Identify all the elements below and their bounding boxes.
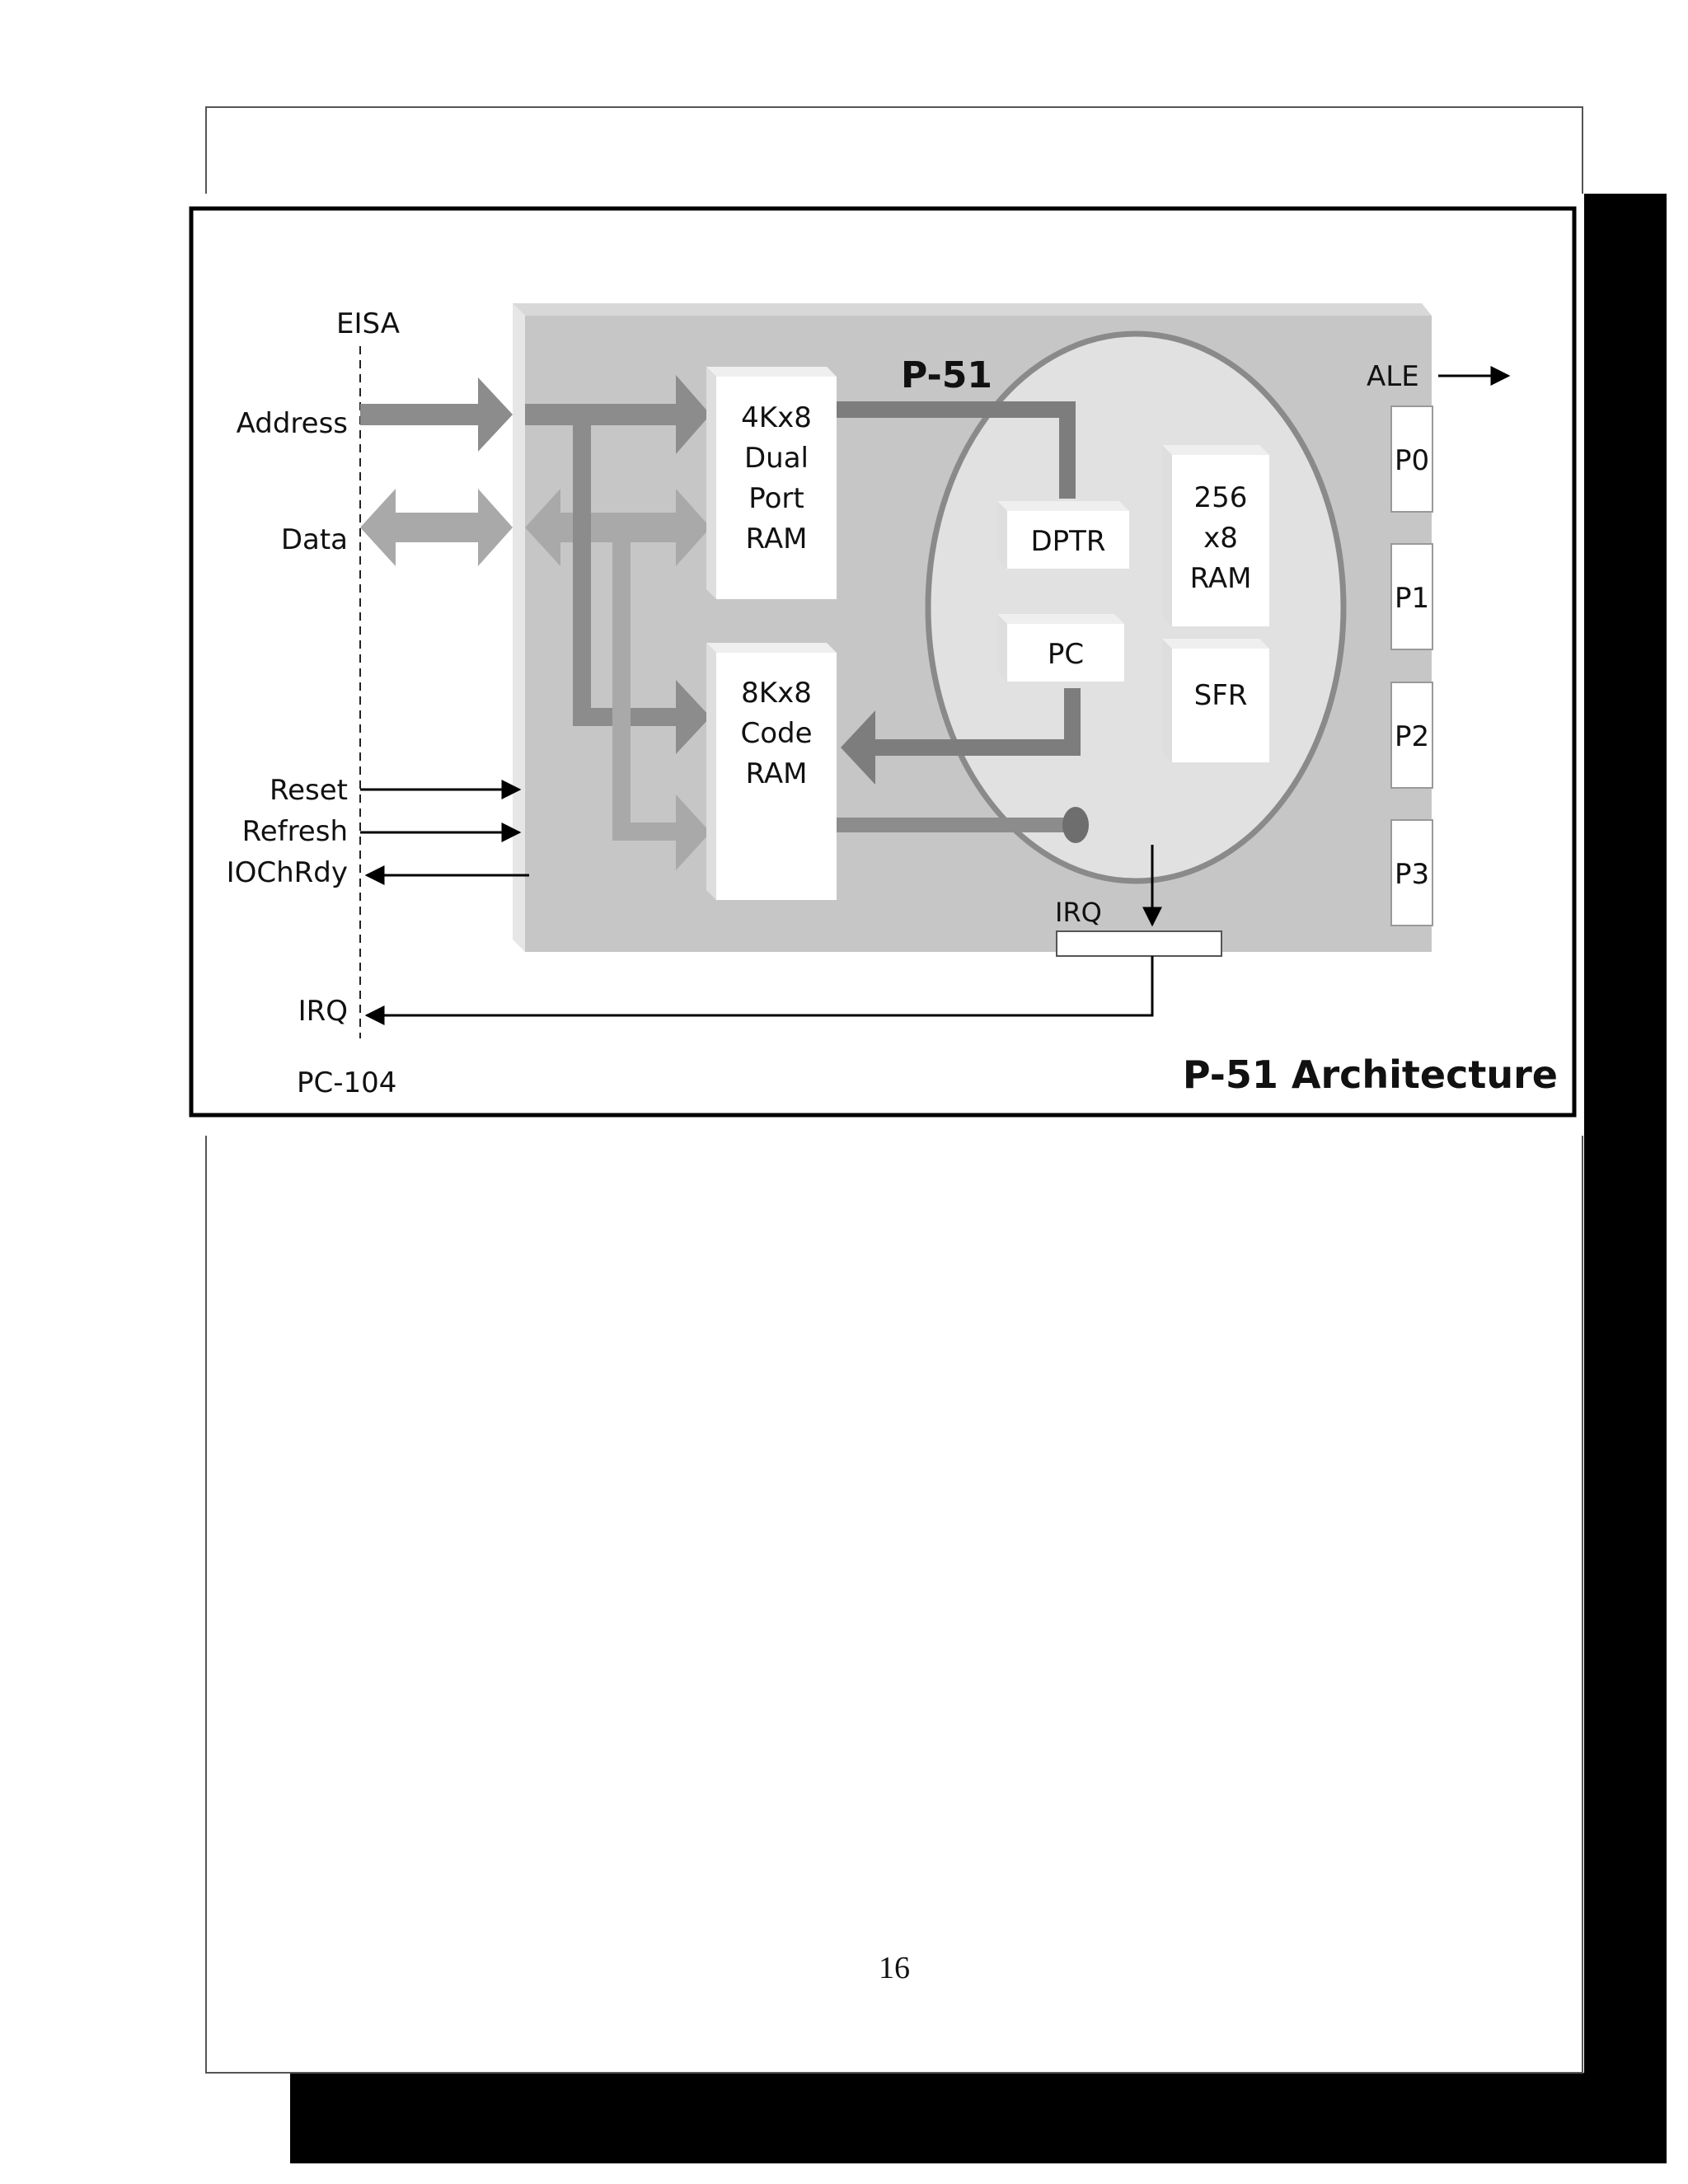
dual-port-ram-label-2: Dual: [744, 442, 809, 475]
port-boxes: [1390, 405, 1433, 926]
port-p3-label: P3: [1395, 858, 1429, 891]
page-border: [205, 106, 1667, 2163]
dptr-label: DPTR: [1030, 525, 1105, 558]
refresh-label: Refresh: [242, 815, 348, 848]
port-p2-label: P2: [1395, 720, 1429, 753]
dual-port-ram-label-4: RAM: [746, 523, 808, 555]
pc104-label: PC-104: [297, 1066, 396, 1099]
irq-wiring: [364, 845, 1222, 1025]
code-ram-block: [716, 653, 837, 900]
pc-block: [1007, 624, 1124, 682]
code-ram-label-3: RAM: [746, 757, 808, 790]
control-signal-arrows: [360, 366, 1511, 885]
internal-ram-label-2: x8: [1203, 522, 1238, 555]
port-p1-label: P1: [1395, 582, 1429, 615]
page-number: 16: [879, 1951, 910, 1985]
irq-out-label: IRQ: [298, 995, 348, 1028]
figure-title: P-51 Architecture: [1183, 1052, 1558, 1097]
eisa-label: EISA: [336, 307, 400, 340]
reset-label: Reset: [270, 774, 348, 807]
irq-bar-label: IRQ: [1055, 897, 1102, 928]
memory-blocks: [706, 367, 1269, 900]
dptr-block: [1007, 511, 1129, 569]
code-ram-label-2: Code: [740, 717, 812, 750]
data-label: Data: [281, 523, 348, 556]
bus-arrows: [360, 375, 1089, 870]
port-p2-box: [1390, 682, 1433, 789]
sfr-label: SFR: [1194, 679, 1248, 712]
ale-label: ALE: [1367, 360, 1419, 393]
sfr-block: [1172, 649, 1269, 762]
port-p3-box: [1390, 819, 1433, 926]
port-p0-label: P0: [1395, 444, 1429, 477]
dual-port-ram-label-3: Port: [748, 482, 804, 515]
internal-ram-block: [1172, 455, 1269, 626]
port-p0-box: [1390, 405, 1433, 513]
iochrdy-label: IOChRdy: [227, 856, 348, 889]
code-ram-label-1: 8Kx8: [741, 677, 812, 710]
connector-dot: [1062, 807, 1089, 843]
pc-label: PC: [1048, 638, 1084, 671]
address-label: Address: [237, 407, 348, 440]
irq-bar: [1056, 930, 1222, 957]
port-p1-box: [1390, 543, 1433, 650]
internal-ram-label-1: 256: [1194, 481, 1248, 514]
dual-port-ram-block: [716, 377, 837, 599]
chip-label: P-51: [901, 354, 992, 396]
internal-ram-label-3: RAM: [1190, 562, 1252, 595]
dual-port-ram-label-1: 4Kx8: [741, 401, 812, 434]
